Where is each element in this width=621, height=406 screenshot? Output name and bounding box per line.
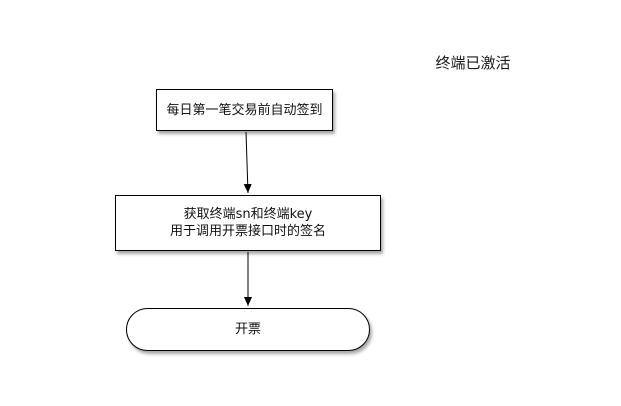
node-get-terminal-label-line-2: 用于调用开票接口时的签名: [169, 224, 326, 239]
node-get-terminal[interactable]: 获取终端sn和终端key 用于调用开票接口时的签名: [115, 195, 381, 251]
node-daily-sign-label: 每日第一笔交易前自动签到: [166, 102, 323, 118]
node-get-terminal-label-line-1: 获取终端sn和终端key: [183, 207, 313, 222]
node-daily-sign[interactable]: 每日第一笔交易前自动签到: [156, 89, 333, 131]
node-invoice-label: 开票: [234, 322, 261, 337]
edge-daily-sign-to-get-terminal: [243, 131, 252, 194]
diagram-title: 终端已激活: [435, 54, 511, 72]
node-invoice[interactable]: 开票: [126, 308, 370, 351]
